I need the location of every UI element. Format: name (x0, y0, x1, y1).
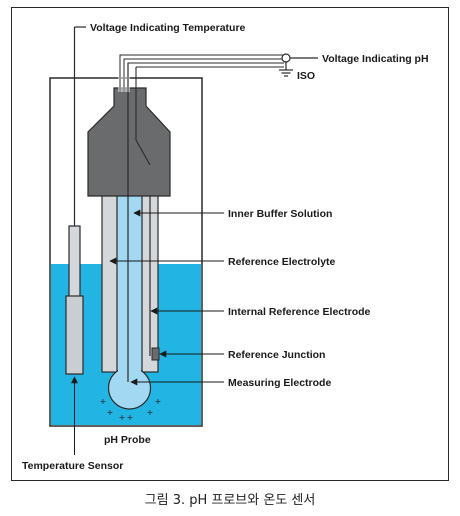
label-reference-electrolyte: Reference Electrolyte (228, 256, 336, 268)
temperature-sensor-tip (65, 295, 84, 375)
ion-plus-signs: + + + + + + (100, 397, 162, 422)
svg-text:+: + (107, 408, 114, 417)
svg-text:+: + (119, 413, 126, 422)
label-measuring-electrode: Measuring Electrode (228, 377, 331, 389)
connector-node (281, 53, 291, 63)
svg-text:+: + (127, 413, 134, 422)
label-ph-probe: pH Probe (104, 434, 151, 446)
reference-junction (151, 347, 160, 361)
label-internal-reference-electrode: Internal Reference Electrode (228, 306, 371, 318)
label-voltage-temperature: Voltage Indicating Temperature (90, 22, 246, 34)
svg-text:+: + (155, 397, 162, 406)
probe-head (87, 87, 171, 197)
inner-buffer-tube (116, 191, 143, 383)
figure-caption: 그림 3. pH 프로브와 온도 센서 (144, 493, 316, 508)
reference-wire (135, 67, 151, 166)
ground-icon (279, 69, 293, 77)
label-temperature-sensor: Temperature Sensor (22, 460, 123, 472)
svg-text:+: + (100, 397, 107, 406)
label-voltage-ph: Voltage Indicating pH (322, 53, 429, 65)
label-iso: ISO (297, 70, 315, 82)
label-inner-buffer: Inner Buffer Solution (228, 208, 332, 220)
svg-text:+: + (147, 408, 154, 417)
label-reference-junction: Reference Junction (228, 349, 325, 361)
